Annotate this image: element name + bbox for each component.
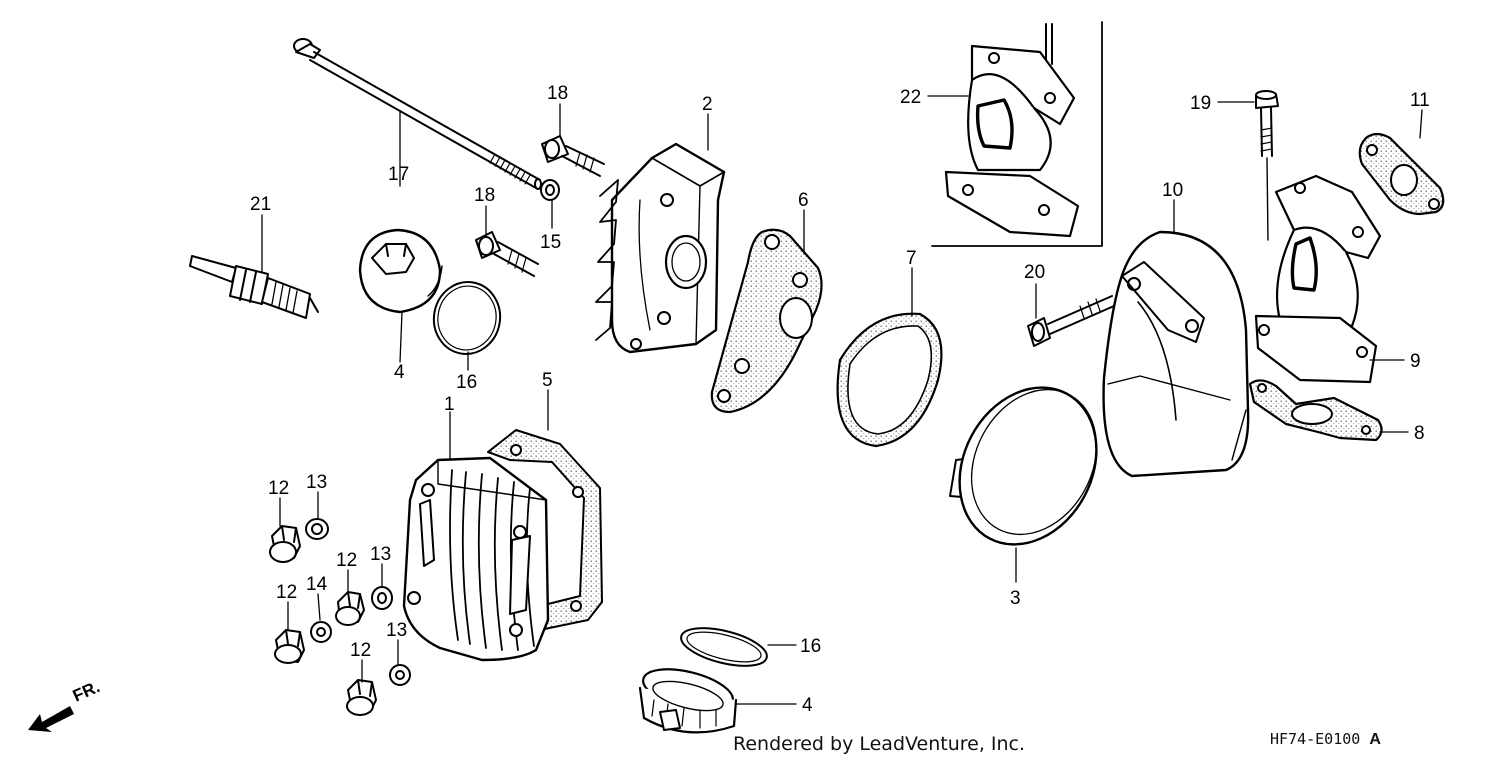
intake-housing-10: [1102, 230, 1250, 478]
cam-holder-2: [595, 142, 726, 354]
callout-4-upper: 4: [394, 362, 405, 383]
callout-16-upper: 16: [456, 372, 477, 393]
callout-15: 15: [540, 232, 561, 253]
callout-11: 11: [1410, 90, 1430, 111]
diagram-code-suffix: A: [1369, 731, 1381, 748]
gasket-ring-7: [836, 312, 943, 448]
callout-17: 17: [388, 164, 409, 185]
callout-22: 22: [900, 87, 921, 108]
gasket-8: [1248, 379, 1383, 442]
diagram-code: HF74-E0100 A: [1270, 730, 1381, 749]
callout-16-lower: 16: [800, 636, 821, 657]
callout-labels: 17 18 18 15 21 4 16 2 6 7 22 10 20 19 11…: [250, 83, 1430, 716]
o-ring-16-upper: [432, 281, 502, 355]
render-credit: Rendered by LeadVenture, Inc.: [733, 733, 1026, 755]
leader-lines: [261, 95, 1423, 705]
washer-13b: [371, 586, 393, 610]
callout-8: 8: [1414, 423, 1425, 444]
cap-nut-12b: [274, 629, 305, 664]
callout-12-d: 12: [350, 640, 371, 661]
callout-18-lower: 18: [474, 185, 495, 206]
callout-6: 6: [798, 190, 809, 211]
o-ring-16-lower: [680, 627, 768, 667]
callout-9: 9: [1410, 351, 1421, 372]
callout-12-c: 12: [336, 550, 357, 571]
callout-5: 5: [542, 370, 553, 391]
callout-2: 2: [702, 94, 713, 115]
callout-21: 21: [250, 194, 271, 215]
callout-12-b: 12: [276, 582, 297, 603]
callout-13-b: 13: [370, 544, 391, 565]
callout-19: 19: [1190, 93, 1211, 114]
air-cover-3: [949, 386, 1098, 546]
callout-13-a: 13: [306, 472, 327, 493]
callout-13-c: 13: [386, 620, 407, 641]
flange-bolt-19: [1255, 90, 1279, 241]
filler-cap-4-upper: [358, 228, 443, 314]
callout-4-lower: 4: [802, 695, 813, 716]
front-marker-label: FR.: [70, 677, 103, 705]
callout-10: 10: [1162, 180, 1183, 201]
diagram-code-text: HF74-E0100: [1270, 730, 1361, 748]
callout-18-upper: 18: [547, 83, 568, 104]
gasket-6: [710, 228, 823, 414]
manifold-9: [1254, 174, 1382, 384]
flange-bolt-18-lower: [475, 231, 539, 277]
manifold-22: [931, 21, 1103, 247]
callout-3: 3: [1010, 588, 1021, 609]
cap-nut-12d: [346, 679, 377, 716]
front-direction-arrow-icon: FR.: [28, 677, 103, 732]
callout-20: 20: [1024, 262, 1045, 283]
gasket-11: [1358, 132, 1445, 216]
cap-nut-12a: [269, 525, 301, 563]
callout-7: 7: [906, 248, 917, 269]
stud-bolt-17: [293, 38, 542, 190]
cap-nut-12c: [335, 591, 365, 626]
spark-plug-21: [189, 255, 319, 319]
filler-cap-4-lower: [638, 668, 738, 734]
cylinder-head-1: [402, 456, 550, 662]
washer-13c: [389, 664, 411, 686]
washer-14: [310, 621, 332, 643]
callout-14: 14: [306, 574, 328, 595]
washer-15: [540, 179, 560, 201]
flange-bolt-18-upper: [541, 135, 605, 177]
flange-bolt-20: [1027, 295, 1115, 347]
washer-13a: [305, 518, 329, 540]
callout-1: 1: [444, 394, 455, 415]
callout-12-a: 12: [268, 478, 289, 499]
